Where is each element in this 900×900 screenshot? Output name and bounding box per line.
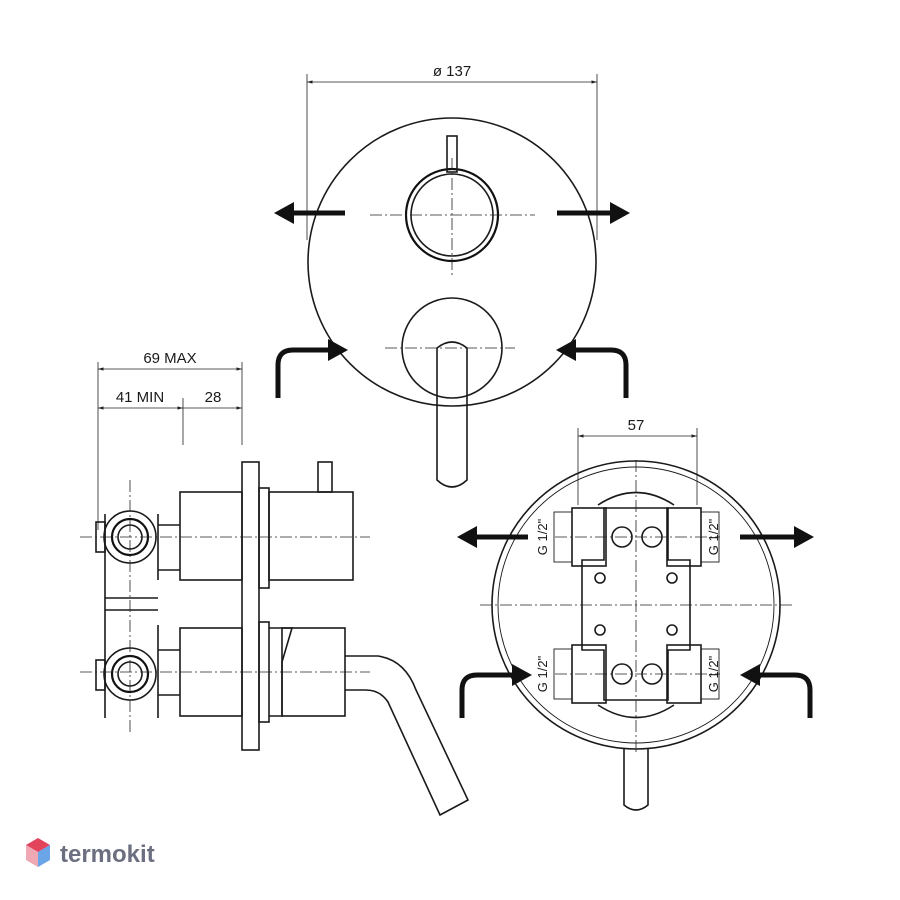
diverter-pin [446, 135, 458, 173]
valve-bridge [105, 597, 158, 611]
inlet-arrow-right [556, 339, 629, 398]
rear-lever [623, 748, 649, 811]
rear-outlet-arrow-right [740, 526, 814, 548]
rear-outlet-arrow-left [457, 526, 528, 548]
dimension-port-spacing: 57 [628, 417, 645, 434]
front-view: ø 137 [274, 63, 630, 488]
brand-name: termokit [60, 841, 155, 868]
cartridge-body-top [179, 491, 243, 581]
mixer-lever-side [345, 655, 470, 817]
thread-label-top-right: G 1/2" [706, 518, 721, 555]
rear-bonnet-top [597, 491, 675, 506]
mixer-lever [436, 341, 468, 488]
cover-plate-circle [307, 117, 597, 407]
rear-view: 57 G 1/2" G 1/2" G 1/2" [457, 417, 814, 811]
dimension-trim-depth: 28 [205, 389, 222, 406]
connector-stub-bottom [95, 659, 106, 691]
thread-label-bottom-left: G 1/2" [535, 655, 550, 692]
inlet-arrow-left [275, 339, 348, 398]
rear-inlet-arrow-right [740, 664, 813, 718]
diverter-pin-side [317, 461, 333, 493]
outlet-arrow-right [557, 202, 630, 224]
outlet-arrow-left [274, 202, 345, 224]
rear-bonnet-bottom [597, 704, 675, 719]
plate-flange-top [258, 487, 270, 589]
brand-logo-icon [26, 838, 50, 867]
dimension-plate-diameter: ø 137 [433, 63, 471, 80]
brand-watermark: termokit [26, 838, 155, 868]
rear-inlet-arrow-left [459, 664, 532, 718]
wall-plate-section [241, 461, 260, 751]
thread-label-top-left: G 1/2" [535, 518, 550, 555]
side-view: 69 MAX 41 MIN 28 [80, 350, 470, 817]
valve-body-necks [158, 524, 180, 696]
diverter-knob-side [268, 491, 354, 581]
dimension-max-depth: 69 MAX [143, 350, 196, 367]
thread-label-bottom-right: G 1/2" [706, 655, 721, 692]
valve-body-rear [581, 507, 691, 701]
dimension-min-depth: 41 MIN [116, 389, 164, 406]
